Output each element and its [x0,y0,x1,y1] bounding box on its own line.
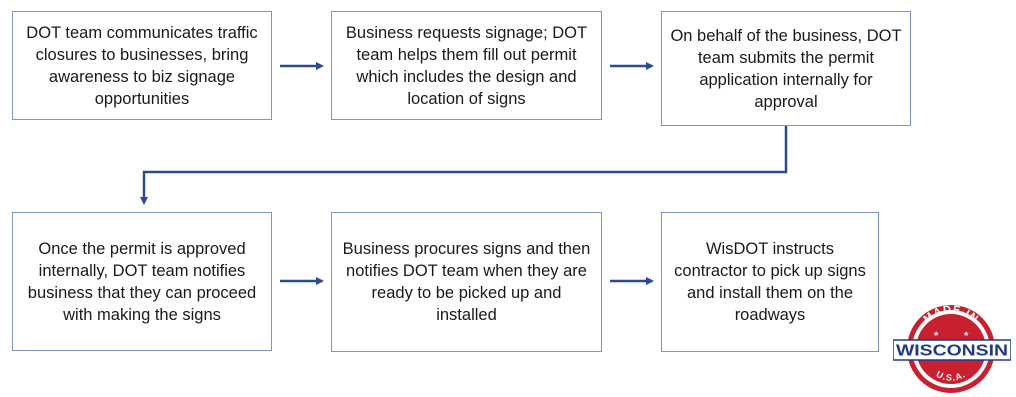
flow-step-1: DOT team communicates traffic closures t… [12,11,272,120]
flow-step-6-text: WisDOT instructs contractor to pick up s… [674,240,866,324]
flow-step-5: Business procures signs and then notifie… [331,212,602,352]
flow-step-6: WisDOT instructs contractor to pick up s… [661,212,879,352]
flow-step-3-text: On behalf of the business, DOT team subm… [670,26,902,111]
made-in-wisconsin-badge: MADE IN WISCONSIN ★ ★ U.S.A. [893,304,1011,393]
flow-step-2: Business requests signage; DOT team help… [331,11,602,120]
arrow-step3-to-step4 [140,126,788,205]
badge-bottom-text: U.S.A. [935,369,968,383]
flow-step-1-text: DOT team communicates traffic closures t… [26,23,258,108]
badge-star-right-icon: ★ [963,330,969,338]
flow-step-3: On behalf of the business, DOT team subm… [661,11,911,126]
badge-main-text: WISCONSIN [896,343,1008,360]
badge-banner [893,339,1011,361]
flow-step-5-text: Business procures signs and then notifie… [342,240,591,324]
badge-star-left-icon: ★ [933,330,939,338]
flow-step-4-text: Once the permit is approved internally, … [27,239,257,324]
flow-step-4: Once the permit is approved internally, … [12,212,272,351]
flow-step-2-text: Business requests signage; DOT team help… [345,23,588,108]
